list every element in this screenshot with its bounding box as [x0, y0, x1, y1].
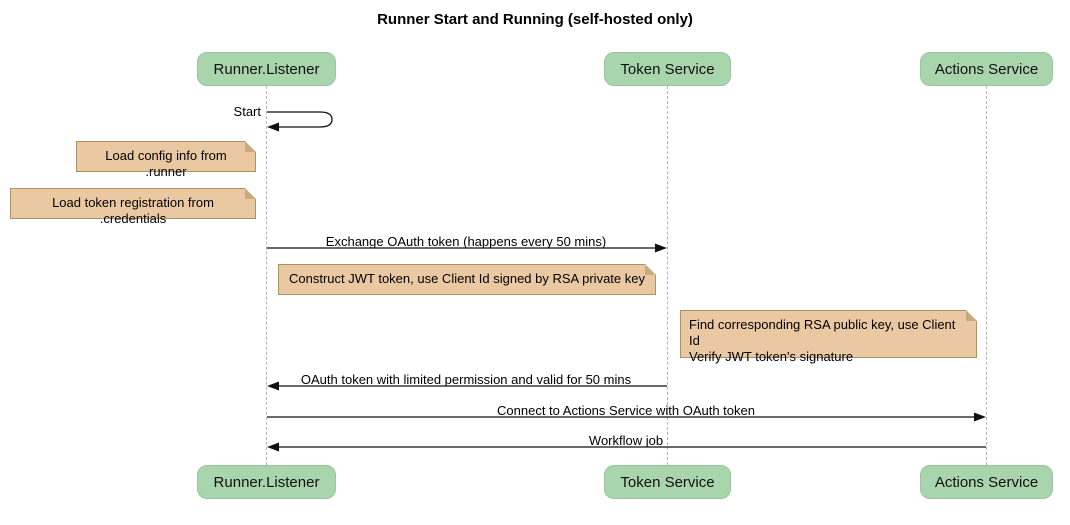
message-label-connect: Connect to Actions Service with OAuth to…	[497, 403, 755, 418]
participant-token-service-top: Token Service	[604, 52, 731, 86]
note-find-rsa-key: Find corresponding RSA public key, use C…	[680, 310, 977, 364]
message-label-exchange-oauth: Exchange OAuth token (happens every 50 m…	[325, 234, 607, 249]
start-self-arrow-head	[267, 122, 279, 132]
note-load-credentials: Load token registration from .credential…	[10, 188, 256, 226]
note-text-line1: Find corresponding RSA public key, use C…	[689, 317, 956, 348]
note-text: Construct JWT token, use Client Id signe…	[289, 271, 645, 286]
start-self-arrow-line	[267, 111, 333, 128]
message-label-workflow-job: Workflow job	[588, 433, 664, 448]
participant-runner-listener-top: Runner.Listener	[197, 52, 336, 86]
lifeline-actions-service	[986, 86, 987, 465]
note-text-line2: Verify JWT token's signature	[689, 349, 854, 364]
lifeline-runner-listener	[266, 86, 267, 465]
participant-label: Actions Service	[934, 60, 1039, 78]
exchange-arrow-head	[655, 243, 667, 253]
participant-label: Actions Service	[934, 473, 1039, 491]
connect-arrow-head	[974, 412, 986, 422]
diagram-title: Runner Start and Running (self-hosted on…	[377, 11, 693, 28]
message-label-start: Start	[233, 104, 261, 119]
lifeline-token-service	[667, 86, 668, 465]
note-load-config: Load config info from .runner	[76, 141, 256, 179]
participant-label: Token Service	[620, 60, 715, 78]
participant-runner-listener-bottom: Runner.Listener	[197, 465, 336, 499]
message-label-oauth-return: OAuth token with limited permission and …	[300, 372, 632, 387]
note-text: Load token registration from .credential…	[52, 195, 214, 226]
note-fold-icon	[245, 188, 256, 199]
participant-actions-service-top: Actions Service	[920, 52, 1053, 86]
note-fold-icon	[245, 141, 256, 152]
note-fold-icon	[966, 310, 977, 321]
oauth-return-arrow-head	[267, 381, 279, 391]
note-construct-jwt: Construct JWT token, use Client Id signe…	[278, 264, 656, 295]
participant-label: Runner.Listener	[213, 473, 320, 491]
workflow-arrow-head	[267, 442, 279, 452]
note-fold-icon	[645, 264, 656, 275]
participant-label: Runner.Listener	[213, 60, 320, 78]
participant-label: Token Service	[620, 473, 715, 491]
participant-token-service-bottom: Token Service	[604, 465, 731, 499]
note-text: Load config info from .runner	[105, 148, 227, 179]
participant-actions-service-bottom: Actions Service	[920, 465, 1053, 499]
